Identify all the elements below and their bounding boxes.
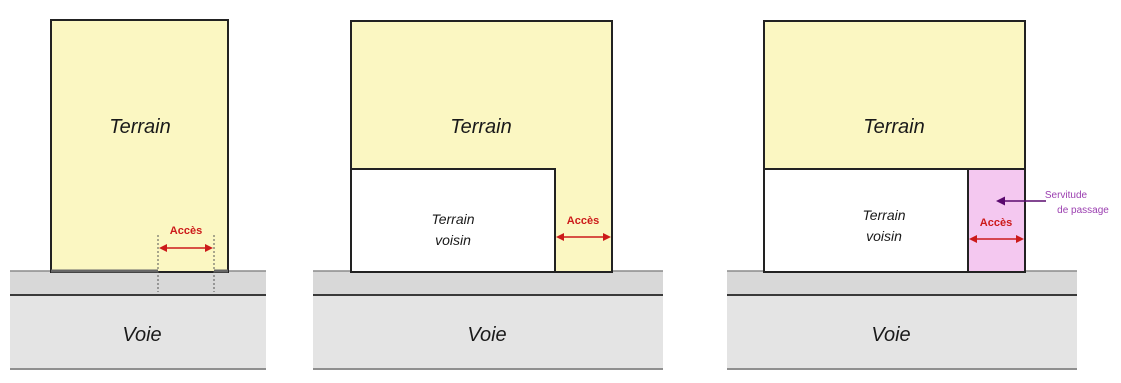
terrain-label: Terrain	[863, 116, 925, 138]
servitude-strip	[967, 168, 1026, 273]
servitude-label-line1: Servitude	[1045, 190, 1088, 201]
acces-label: Accès	[980, 217, 1012, 229]
voisin-label-line2: voisin	[435, 232, 471, 248]
sidewalk	[313, 271, 663, 294]
voisin-label-line1: Terrain	[862, 207, 905, 223]
voie-label: Voie	[122, 324, 161, 346]
road: Voie	[313, 270, 663, 370]
acces-label: Accès	[170, 225, 202, 237]
road: Voie	[10, 270, 266, 370]
roadway	[10, 296, 266, 368]
voisin-label-line1: Terrain	[431, 211, 474, 227]
neighbour-parcel	[763, 168, 969, 273]
servitude-label-line2: de passage	[1057, 205, 1109, 216]
voie-label: Voie	[467, 324, 506, 346]
neighbour-parcel	[350, 168, 556, 273]
panel-3: Voie Terrain Terrain voisin Accès Servit…	[727, 20, 1109, 370]
sidewalk	[727, 271, 1077, 294]
terrain-parcel	[763, 20, 1026, 170]
voisin-label-line2: voisin	[866, 228, 902, 244]
terrain-label: Terrain	[450, 116, 512, 138]
voie-label: Voie	[871, 324, 910, 346]
panel-1: Voie Accès Terrain	[10, 19, 266, 370]
roadway	[313, 296, 663, 368]
acces-label: Accès	[567, 215, 599, 227]
road: Voie	[727, 270, 1077, 370]
panel-2: Voie Terrain Terrain voisin Accès	[313, 20, 663, 370]
sidewalk	[10, 271, 266, 294]
roadway	[727, 296, 1077, 368]
terrain-label: Terrain	[109, 116, 171, 138]
